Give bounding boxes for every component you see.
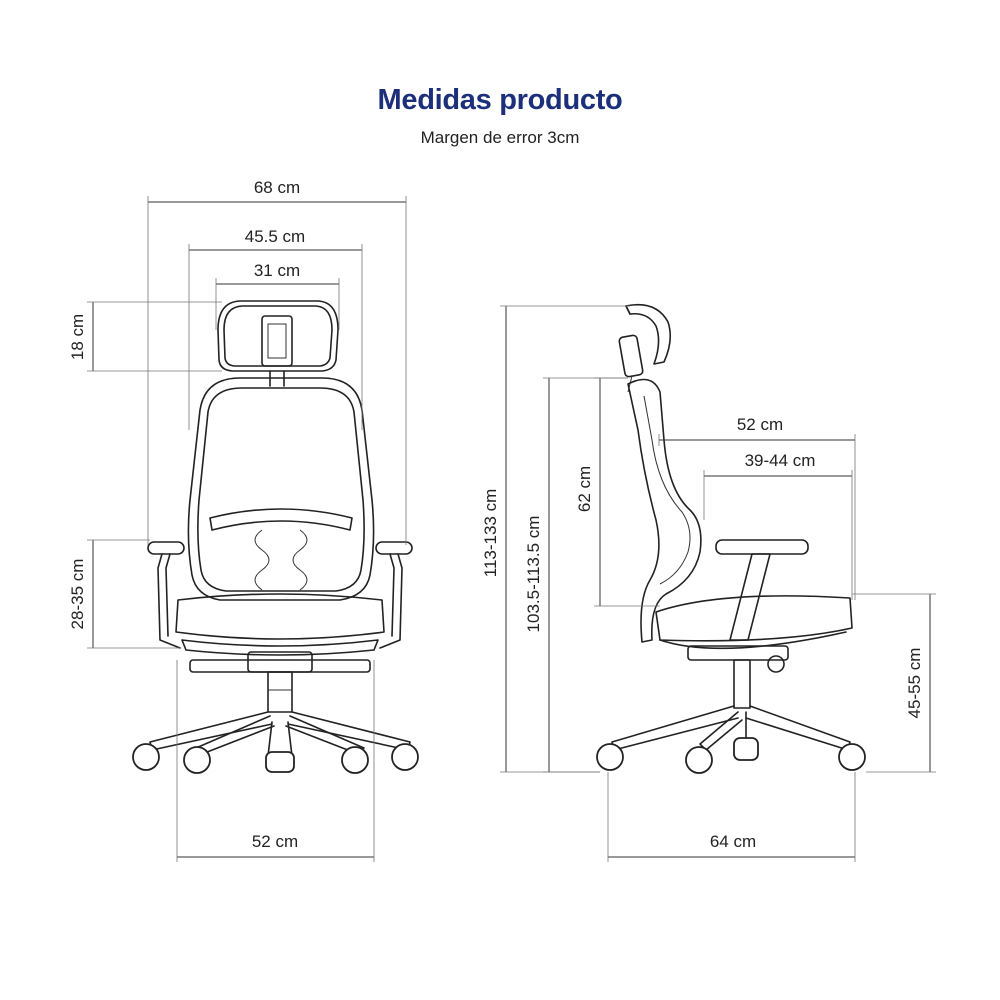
total-height-label: 113-133 cm	[481, 489, 500, 578]
side-dimension-64: 64 cm	[607, 772, 856, 862]
front-dimension-31: 31 cm	[215, 261, 340, 330]
height-without-headrest-label: 103.5-113.5 cm	[524, 516, 543, 633]
backrest-height-label: 62 cm	[575, 466, 594, 512]
headrest-height-label: 18 cm	[68, 314, 87, 360]
seat-height-label: 45-55 cm	[905, 648, 924, 719]
front-dimension-68: 68 cm	[147, 178, 407, 545]
total-width-label: 68 cm	[254, 178, 300, 197]
side-dimension-45-55: 45-55 cm	[852, 593, 936, 773]
front-dimension-45-5: 45.5 cm	[188, 227, 363, 430]
side-chair-illustration	[596, 303, 866, 774]
base-depth-label: 64 cm	[710, 832, 756, 851]
side-dimension-52: 52 cm	[658, 415, 856, 600]
seat-depth-total-label: 52 cm	[737, 415, 783, 434]
front-dimension-52: 52 cm	[176, 660, 375, 862]
side-dimension-113-133: 113-133 cm	[481, 305, 630, 773]
front-chair-illustration	[132, 300, 419, 774]
front-dimension-28-35: 28-35 cm	[68, 539, 180, 649]
page-title: Medidas producto	[377, 84, 623, 116]
headrest-width-label: 31 cm	[254, 261, 300, 280]
armrest-height-label: 28-35 cm	[68, 559, 87, 630]
side-dimension-62: 62 cm	[575, 377, 660, 607]
page-subtitle: Margen de error 3cm	[420, 128, 580, 147]
side-dimension-39-44: 39-44 cm	[703, 451, 853, 600]
base-width-label: 52 cm	[252, 832, 298, 851]
seat-depth-label: 39-44 cm	[745, 451, 816, 470]
backrest-width-label: 45.5 cm	[245, 227, 305, 246]
side-dimension-103-5-113-5: 103.5-113.5 cm	[524, 377, 628, 773]
front-dimension-18: 18 cm	[68, 301, 222, 372]
